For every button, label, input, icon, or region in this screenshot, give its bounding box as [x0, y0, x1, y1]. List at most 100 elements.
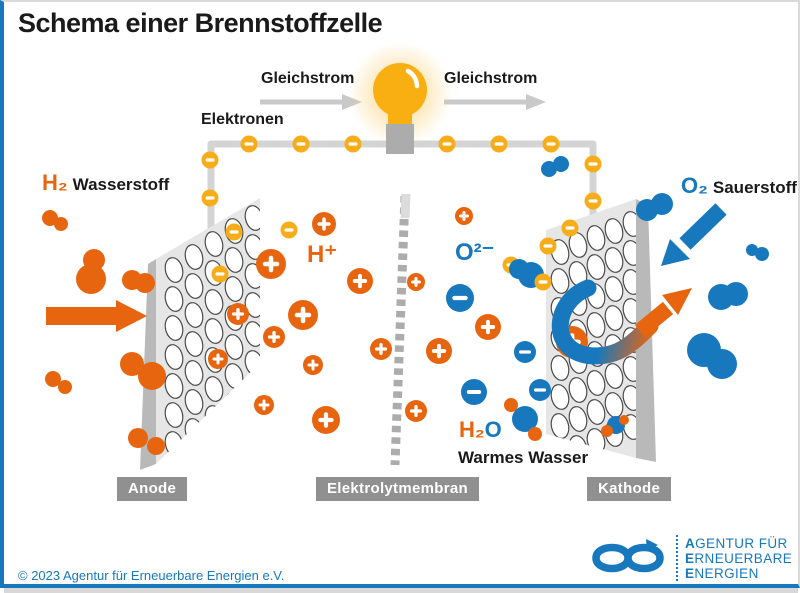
anode-hole	[224, 334, 244, 360]
o-minus-ion	[529, 379, 551, 401]
infinity-icon	[592, 539, 664, 573]
agency-logo: AGENTUR FÜR ERNEUERBARE ENERGIEN	[584, 533, 792, 583]
o-minus-ion	[514, 341, 536, 363]
anode-hole	[204, 376, 224, 402]
anode-hole	[184, 244, 204, 270]
anode-hole	[224, 247, 244, 273]
electron-dot	[584, 155, 602, 173]
o2-molecule	[746, 244, 769, 261]
cathode-hole	[622, 385, 636, 411]
h-plus-ion	[254, 395, 274, 415]
anode-hole	[164, 344, 184, 370]
water-molecule	[601, 415, 629, 437]
cathode-hole	[586, 399, 606, 425]
electron-dot	[201, 151, 219, 169]
page-title: Schema einer Brennstoffzelle	[18, 8, 383, 38]
h-plus-label: H⁺	[307, 241, 337, 268]
circuit-wire	[207, 140, 597, 232]
anode-hole	[184, 273, 204, 299]
cathode-hole	[550, 355, 570, 381]
cathode-hole	[550, 413, 570, 439]
anode-hole	[204, 289, 224, 315]
kathode-tag: Kathode	[587, 477, 672, 501]
cathode-hole	[586, 225, 606, 251]
water-molecule	[504, 398, 542, 441]
cathode-hole	[586, 254, 606, 280]
electron-dot	[561, 219, 579, 237]
anode-hole	[244, 205, 260, 231]
bottom-shadow	[4, 588, 798, 593]
h-plus-ion	[263, 326, 285, 348]
h-plus-ion	[455, 207, 473, 225]
anode-plate	[140, 198, 260, 470]
gleichstrom-arrow-right	[444, 94, 546, 110]
electron-dot	[490, 135, 508, 153]
h-plus-ion	[303, 355, 323, 375]
anode-hole	[184, 389, 204, 415]
electron-dot	[240, 135, 258, 153]
h-plus-ion	[312, 406, 340, 434]
h-plus-ion	[208, 349, 228, 369]
anode-hole	[184, 302, 204, 328]
anode-tag: Anode	[117, 477, 188, 501]
electron-dot	[292, 135, 310, 153]
fuel-cell-scene	[42, 42, 769, 470]
electron-dot	[344, 135, 362, 153]
hydrogen-inlet-arrow	[46, 300, 147, 332]
cathode-hole	[622, 211, 636, 237]
cathode-hole	[550, 384, 570, 410]
o2-symbol: O₂	[681, 173, 708, 198]
h2-molecule	[120, 352, 166, 390]
cathode-hole	[604, 276, 624, 302]
copyright-text: © 2023 Agentur für Erneuerbare Energien …	[18, 568, 285, 583]
anode-hole	[244, 321, 260, 347]
h-plus-ion	[475, 314, 501, 340]
h2-molecule	[42, 210, 68, 231]
h-plus-ion	[405, 400, 427, 422]
h2-molecule	[128, 428, 165, 455]
gleichstrom-arrow-left	[260, 94, 362, 110]
membran-tag: Elektrolytmembran	[316, 477, 479, 501]
electron-dot	[201, 189, 219, 207]
h-plus-ion	[370, 338, 392, 360]
cathode-hole	[586, 312, 606, 338]
electron-dot	[539, 237, 557, 255]
anode-hole	[224, 276, 244, 302]
cathode-hole	[604, 363, 624, 389]
h-plus-ion	[288, 300, 318, 330]
cathode-hole	[568, 377, 588, 403]
electron-dot	[225, 223, 243, 241]
electron-dot	[584, 192, 602, 210]
cathode-hole	[622, 356, 636, 382]
water-outlet-arrow	[551, 279, 692, 365]
anode-hole	[184, 360, 204, 386]
electron-dot	[211, 265, 229, 283]
anode-hole	[164, 315, 184, 341]
o2-molecule	[541, 156, 569, 177]
gleichstrom-label-left: Gleichstrom	[261, 70, 355, 87]
cathode-hole	[586, 370, 606, 396]
warmes-wasser-label: Warmes Wasser	[458, 448, 589, 467]
h2-symbol: H₂	[42, 170, 68, 195]
o2-molecule	[636, 193, 673, 221]
cathode-hole	[550, 268, 570, 294]
o2-molecule	[687, 333, 737, 379]
elektronen-label: Elektronen	[201, 111, 284, 128]
cathode-hole	[604, 247, 624, 273]
anode-hole	[164, 402, 184, 428]
h-plus-ion	[227, 303, 249, 325]
h2-molecule	[45, 371, 72, 394]
cathode-hole	[568, 406, 588, 432]
cathode-hole	[604, 218, 624, 244]
anode-hole	[184, 331, 204, 357]
h2-molecule	[76, 249, 106, 294]
h2-molecule	[122, 270, 155, 293]
anode-hole	[204, 318, 224, 344]
logo-text: AGENTUR FÜR ERNEUERBARE ENERGIEN	[685, 535, 793, 581]
h-plus-ion	[347, 268, 373, 294]
o-minus-ion	[461, 379, 487, 405]
anode-hole	[164, 286, 184, 312]
